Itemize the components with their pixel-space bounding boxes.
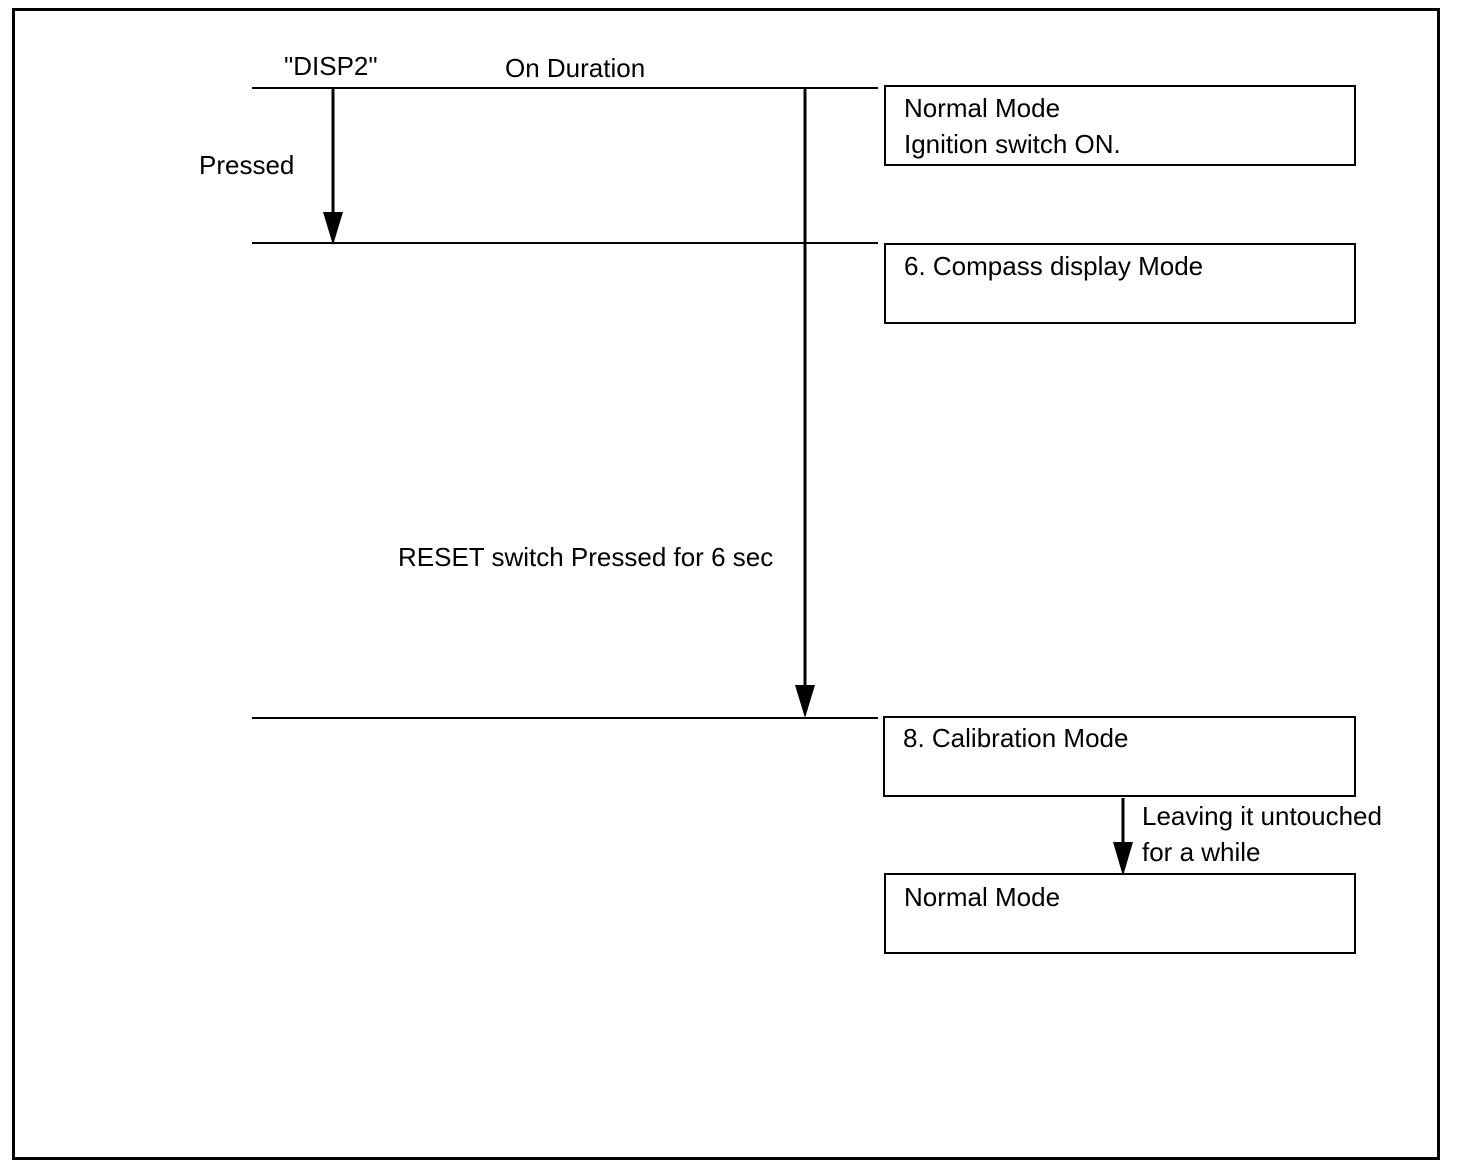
- normal-mode-end-box: Normal Mode: [884, 873, 1356, 954]
- reset-pressed-label: RESET switch Pressed for 6 sec: [398, 542, 774, 572]
- normal-mode-end-title: Normal Mode: [904, 882, 1061, 912]
- normal-mode-start-box: Normal Mode Ignition switch ON.: [884, 85, 1356, 166]
- disp2-arrowhead: [323, 212, 343, 245]
- compass-display-mode-box: 6. Compass display Mode: [884, 243, 1356, 324]
- normal-mode-start-title: Normal Mode: [904, 93, 1061, 123]
- timeout-arrowhead: [1113, 842, 1133, 876]
- for-a-while-label: for a while: [1142, 837, 1261, 867]
- compass-display-mode-title: 6. Compass display Mode: [904, 251, 1204, 281]
- ignition-on-text: Ignition switch ON.: [904, 129, 1121, 159]
- calibration-mode-box: 8. Calibration Mode: [883, 716, 1356, 797]
- calibration-mode-title: 8. Calibration Mode: [903, 723, 1129, 753]
- leaving-untouched-label: Leaving it untouched: [1142, 801, 1382, 831]
- disp2-label: "DISP2": [284, 51, 378, 81]
- on-duration-label: On Duration: [505, 53, 646, 83]
- reset-arrowhead: [795, 685, 815, 718]
- diagram-frame: [12, 8, 1440, 1160]
- pressed-label: Pressed: [199, 150, 295, 180]
